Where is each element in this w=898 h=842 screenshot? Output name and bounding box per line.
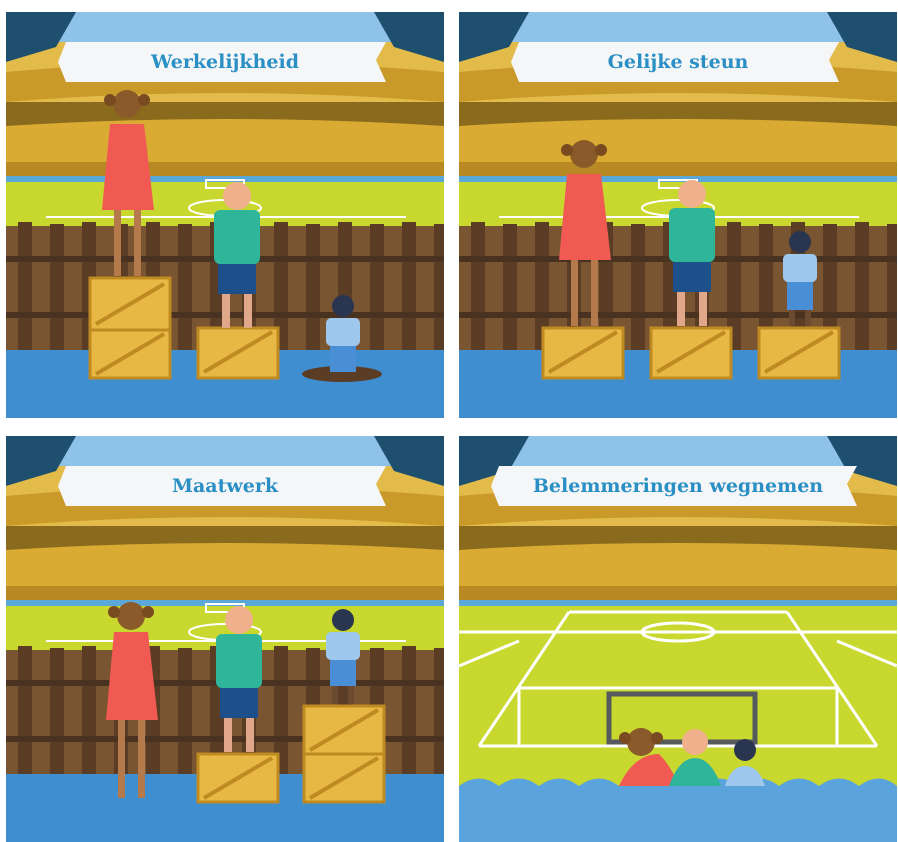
- panel-title: Maatwerk: [172, 475, 279, 497]
- panel-justice: Belemmeringen wegnemen: [459, 436, 897, 842]
- scene-equality: Gelijke steun: [459, 12, 897, 418]
- panel-title: Gelijke steun: [608, 51, 749, 73]
- panel-equity: Maatwerk: [6, 436, 444, 842]
- panel-title: Belemmeringen wegnemen: [533, 475, 823, 497]
- scene-justice: Belemmeringen wegnemen: [459, 436, 897, 842]
- panel-reality: Werkelijkheid: [6, 12, 444, 418]
- audience-seats: [459, 779, 897, 842]
- scene-reality: Werkelijkheid: [6, 12, 444, 418]
- panel-equality: Gelijke steun: [459, 12, 897, 418]
- crate-icon: [543, 328, 839, 378]
- scene-equity: Maatwerk: [6, 436, 444, 842]
- panel-title: Werkelijkheid: [150, 51, 299, 73]
